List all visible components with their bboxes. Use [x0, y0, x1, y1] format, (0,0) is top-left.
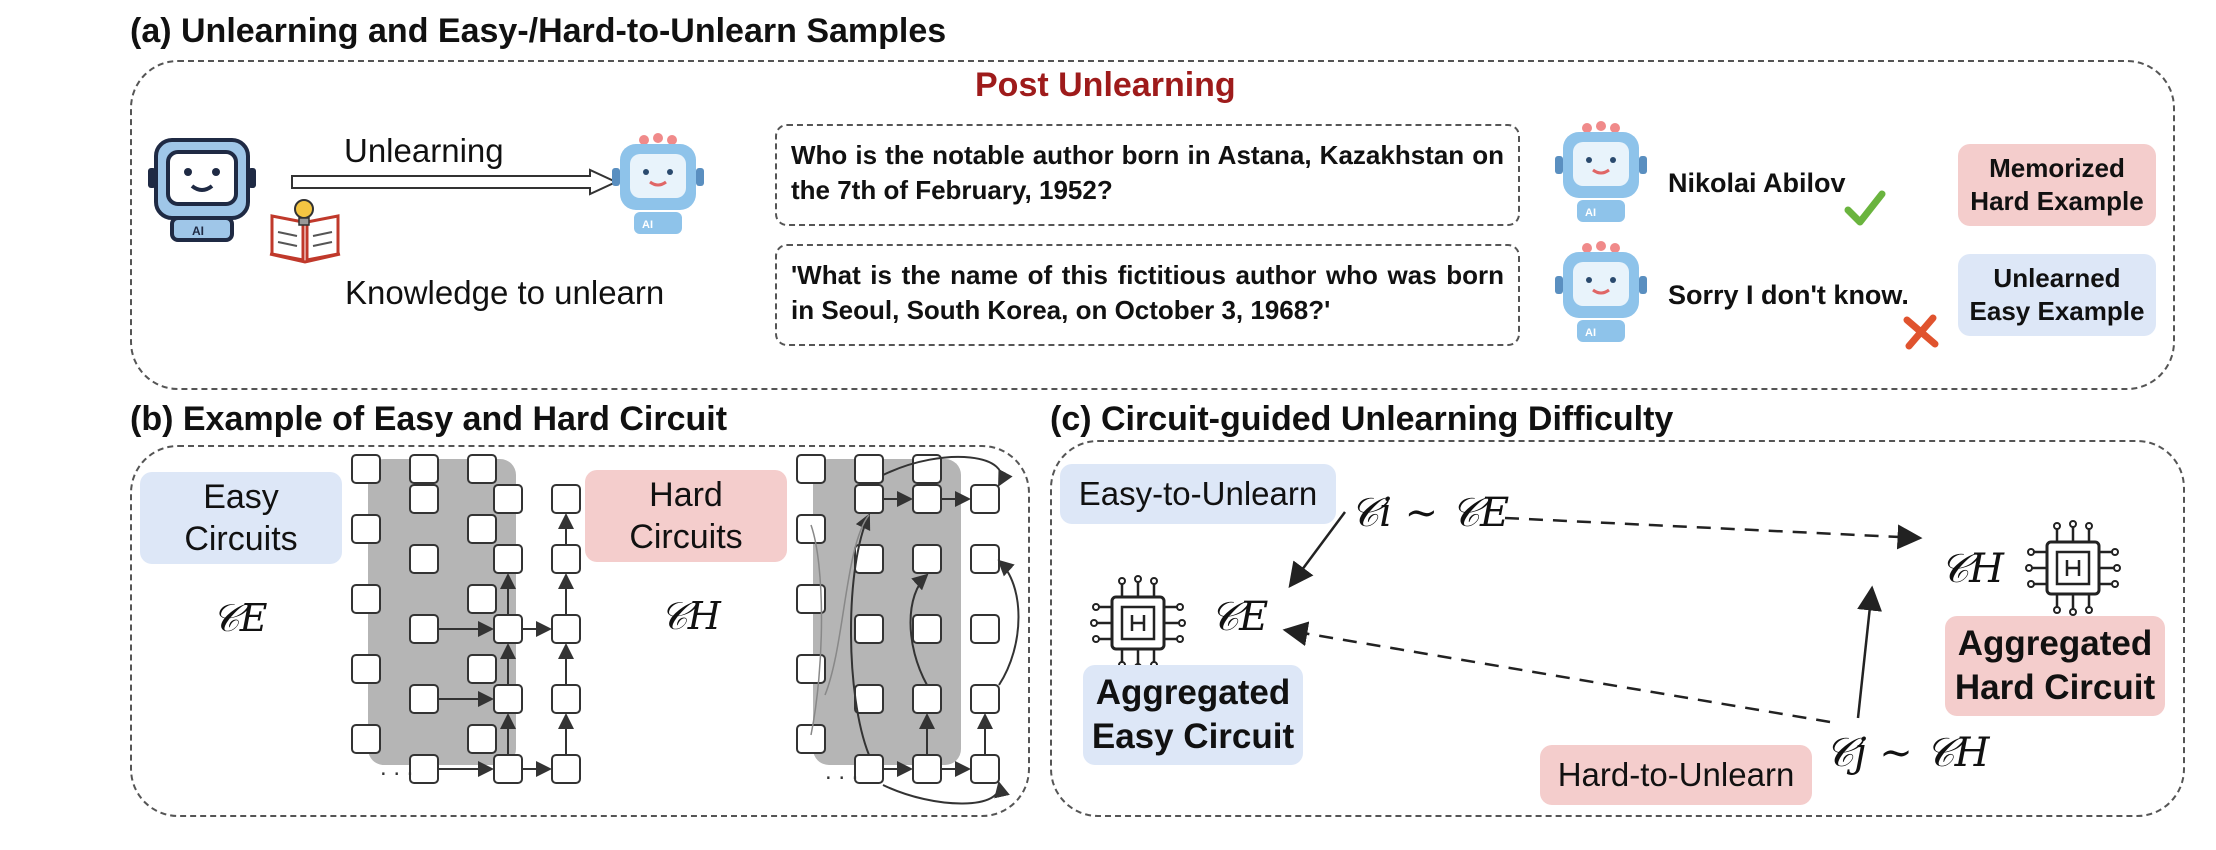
easy-circuits-tag: Easy Circuits	[140, 472, 342, 564]
hard-to-unlearn-tag: Hard-to-Unlearn	[1540, 745, 1812, 805]
hard-circuits-tag: Hard Circuits	[585, 470, 787, 562]
panel-a-title: (a) Unlearning and Easy-/Hard-to-Unlearn…	[130, 12, 947, 50]
svg-text:. . .: . . .	[380, 754, 413, 781]
tag-line: Circuits	[184, 520, 298, 558]
ce-symbol: 𝒞E	[1210, 594, 1269, 640]
robot-badge: AI	[642, 219, 653, 231]
question-1: Who is the notable author born in Astana…	[775, 124, 1520, 226]
chip-icon	[2025, 520, 2121, 616]
easy-circuit-diagram: . . .	[351, 454, 581, 784]
panel-a-frame	[130, 60, 2175, 390]
panel-b-frame	[130, 445, 1030, 817]
panel-c-title: (c) Circuit-guided Unlearning Difficulty	[1050, 400, 1674, 438]
unlearned-easy-tag: Unlearned Easy Example	[1958, 254, 2156, 336]
check-icon	[1844, 190, 1886, 226]
answer-2: Sorry I don't know.	[1668, 280, 1909, 310]
robot-badge: AI	[1585, 207, 1596, 219]
tag-line: Hard	[649, 476, 723, 514]
tag-line: Circuits	[629, 518, 743, 556]
panel-c-frame	[1050, 440, 2185, 817]
ch-symbol: 𝒞H	[1940, 546, 2005, 592]
svg-text:. . .: . . .	[825, 758, 858, 785]
tag-line: Hard Circuit	[1954, 668, 2156, 707]
post-unlearning-title: Post Unlearning	[975, 66, 1236, 104]
tag-line: Aggregated	[1957, 624, 2153, 663]
tag-line: Memorized	[1989, 153, 2125, 183]
answer-1: Nikolai Abilov	[1668, 168, 1846, 198]
tag-line: Easy Example	[1969, 296, 2145, 326]
circuit-node-grid	[351, 454, 581, 784]
knowledge-label: Knowledge to unlearn	[345, 274, 665, 311]
circuit-node-grid	[796, 454, 1000, 784]
aggregated-hard-tag: Aggregated Hard Circuit	[1945, 616, 2165, 716]
ci-expression: 𝒞i ∼ 𝒞E	[1350, 490, 1510, 536]
tag-line: Unlearned	[1993, 263, 2121, 293]
unlearning-label: Unlearning	[344, 132, 504, 169]
question-2: 'What is the name of this fictitious aut…	[775, 244, 1520, 346]
robot-icon: AI	[1555, 121, 1647, 222]
hard-symbol: 𝒞H	[660, 594, 721, 638]
lightbulb-icon	[294, 199, 314, 226]
tag-line: Hard Example	[1970, 186, 2144, 216]
robot-icon: AI	[148, 138, 256, 242]
unlearning-arrow	[291, 168, 619, 196]
tag-line: Easy	[203, 478, 279, 516]
robot-badge: AI	[192, 224, 204, 238]
hard-circuit-diagram: . . .	[796, 454, 1020, 805]
robot-icon: AI	[612, 133, 704, 234]
memorized-hard-tag: Memorized Hard Example	[1958, 144, 2156, 226]
cross-icon	[1903, 314, 1939, 350]
tag-line: Aggregated	[1095, 673, 1291, 712]
easy-to-unlearn-tag: Easy-to-Unlearn	[1060, 464, 1336, 524]
cj-expression: 𝒞j ∼ 𝒞H	[1825, 730, 1990, 776]
tag-line: Easy Circuit	[1091, 717, 1295, 756]
panel-c-arrows	[1282, 511, 1923, 724]
robot-badge: AI	[1585, 327, 1596, 339]
aggregated-easy-tag: Aggregated Easy Circuit	[1083, 665, 1303, 765]
chip-icon	[1090, 575, 1186, 671]
book-icon	[269, 214, 341, 264]
robot-icon: AI	[1555, 241, 1647, 342]
easy-symbol: 𝒞E	[212, 596, 268, 640]
panel-b-title: (b) Example of Easy and Hard Circuit	[130, 400, 728, 438]
